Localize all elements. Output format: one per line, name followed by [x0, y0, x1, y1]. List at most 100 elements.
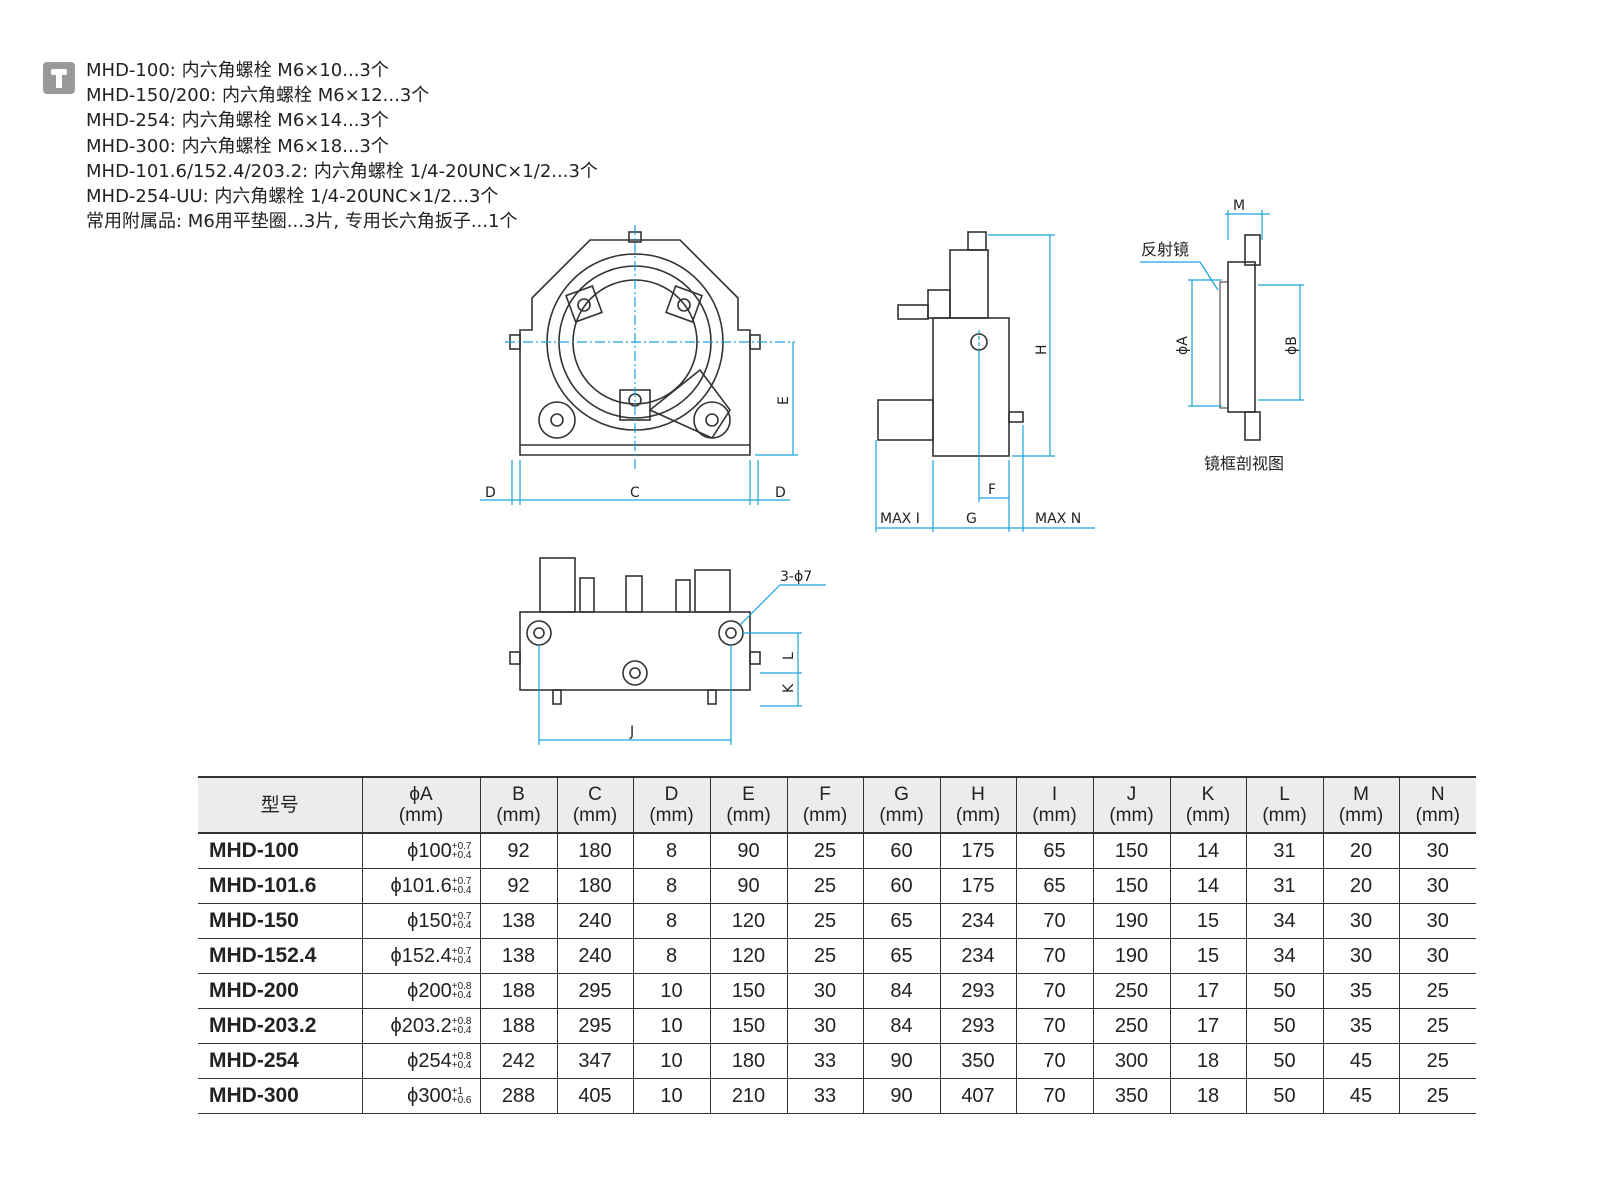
front-dimensions [480, 225, 798, 505]
value-cell: 30 [786, 1008, 863, 1044]
value-cell: 18 [1169, 1043, 1246, 1079]
tolerance: +0.7+0.4 [451, 946, 472, 966]
value-cell: 50 [1245, 1078, 1323, 1114]
side-view [877, 231, 1024, 457]
tolerance: +1+0.6 [452, 1087, 472, 1106]
value-cell: 234 [939, 903, 1016, 939]
column-header-label: B [512, 784, 525, 805]
column-header: K(mm) [1169, 776, 1246, 834]
value-cell: 25 [1398, 1078, 1476, 1114]
value-cell: 120 [709, 903, 787, 939]
value-cell: 33 [786, 1043, 863, 1079]
model-cell: MHD-100 [198, 833, 362, 869]
dim-label-k: K [781, 683, 797, 693]
value-cell: 300 [1092, 1043, 1170, 1079]
column-header-unit: (mm) [496, 805, 541, 826]
holes-label: 3-ϕ7 [780, 569, 812, 585]
column-header: M(mm) [1322, 776, 1399, 834]
value-cell: 70 [1015, 973, 1093, 1009]
dim-label-max-i: MAX I [880, 511, 920, 527]
column-header-label: H [971, 784, 985, 805]
tolerance: +0.7+0.4 [452, 912, 472, 931]
value-cell: 20 [1322, 833, 1399, 869]
model-cell: MHD-254 [198, 1043, 362, 1079]
column-header-label: G [894, 784, 909, 805]
column-header-unit: (mm) [802, 805, 848, 826]
value-cell: 150 [709, 973, 787, 1009]
model-cell: MHD-152.4 [198, 938, 362, 974]
value-cell: 50 [1245, 1043, 1323, 1079]
column-header-unit: (mm) [955, 805, 1001, 826]
tolerance: +0.7+0.4 [452, 842, 472, 861]
diameter-cell: ϕ101.6+0.7+0.4 [361, 868, 480, 904]
value-cell: 175 [939, 833, 1016, 869]
value-cell: 92 [479, 868, 557, 904]
diameter-cell: ϕ200+0.8+0.4 [361, 973, 480, 1009]
diameter-value: ϕ101.6 [390, 874, 452, 897]
column-header: B(mm) [479, 776, 557, 834]
column-header-unit: (mm) [1185, 805, 1231, 826]
value-cell: 70 [1015, 1008, 1093, 1044]
tolerance-upper: +0.7 [451, 946, 472, 958]
value-cell: 50 [1245, 973, 1323, 1009]
value-cell: 70 [1015, 938, 1093, 974]
value-cell: 8 [632, 903, 710, 939]
value-cell: 10 [632, 1008, 710, 1044]
value-cell: 35 [1322, 973, 1399, 1009]
value-cell: 10 [632, 1043, 710, 1079]
dim-label-c: C [630, 485, 640, 501]
value-cell: 180 [556, 833, 633, 869]
value-cell: 90 [709, 868, 787, 904]
value-cell: 188 [479, 1008, 557, 1044]
tolerance-upper: +0.8 [451, 1016, 472, 1028]
diameter-value: ϕ254 [407, 1049, 452, 1072]
value-cell: 288 [479, 1078, 557, 1114]
value-cell: 190 [1092, 938, 1170, 974]
diameter-cell: ϕ152.4+0.7+0.4 [361, 938, 480, 974]
column-header-label: N [1430, 784, 1445, 805]
diameter-value: ϕ200 [407, 979, 452, 1002]
value-cell: 150 [709, 1008, 787, 1044]
value-cell: 25 [786, 833, 863, 869]
value-cell: 150 [1092, 868, 1170, 904]
diameter-cell: ϕ203.2+0.8+0.4 [361, 1008, 480, 1044]
value-cell: 25 [1398, 1043, 1476, 1079]
value-cell: 25 [786, 868, 863, 904]
value-cell: 8 [632, 868, 710, 904]
side-dimensions [875, 234, 1095, 532]
tolerance: +0.8+0.4 [452, 1052, 472, 1071]
diameter-value: ϕ100 [407, 839, 452, 862]
diameter-cell: ϕ254+0.8+0.4 [361, 1043, 480, 1079]
tolerance-lower: +0.4 [451, 990, 472, 1002]
technical-drawings: D C D E H F MAX I G MAX N M 反射镜 [480, 198, 1304, 745]
column-header: L(mm) [1245, 776, 1323, 834]
dim-label-m: M [1233, 198, 1245, 214]
dim-label-f: F [988, 482, 996, 498]
column-header: C(mm) [556, 776, 633, 834]
value-cell: 188 [479, 973, 557, 1009]
value-cell: 30 [1398, 833, 1476, 869]
bottom-dimensions [538, 584, 826, 745]
value-cell: 138 [479, 938, 557, 974]
value-cell: 30 [1398, 903, 1476, 939]
diameter-value: ϕ203.2 [390, 1014, 452, 1037]
value-cell: 150 [1092, 833, 1170, 869]
value-cell: 347 [556, 1043, 633, 1079]
value-cell: 65 [862, 938, 940, 974]
value-cell: 65 [1015, 833, 1093, 869]
model-cell: MHD-101.6 [198, 868, 362, 904]
column-header: G(mm) [862, 776, 940, 834]
column-header: D(mm) [632, 776, 710, 834]
column-header-label: ϕA [409, 784, 433, 805]
value-cell: 45 [1322, 1078, 1399, 1114]
column-header-label: C [588, 784, 602, 805]
column-header-unit: (mm) [398, 805, 444, 826]
info-icon [43, 62, 75, 94]
value-cell: 25 [786, 903, 863, 939]
dim-label-d-right: D [775, 485, 786, 501]
